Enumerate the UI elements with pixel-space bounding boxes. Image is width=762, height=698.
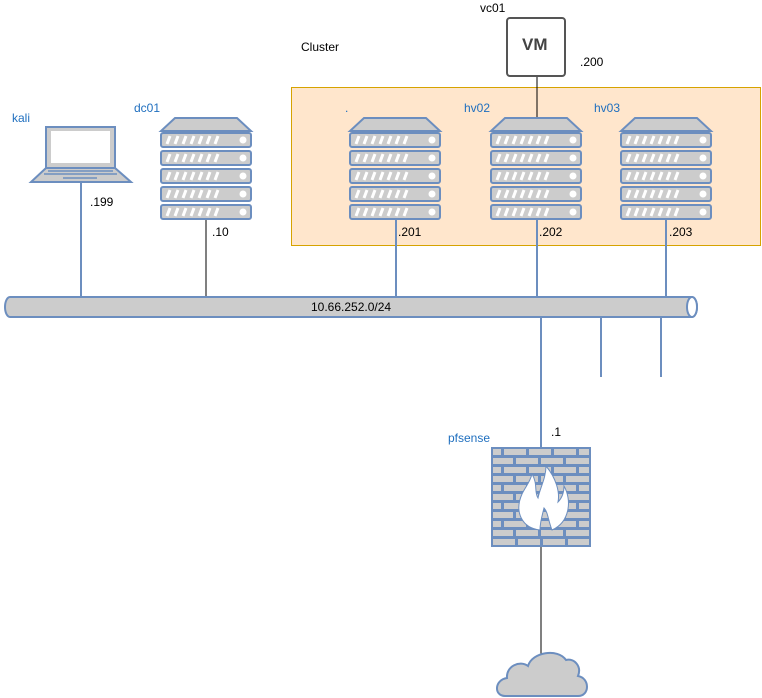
network-bus bbox=[4, 296, 698, 318]
server-icon-dc01[interactable] bbox=[161, 118, 251, 219]
ip-label-hv01: .201 bbox=[398, 225, 422, 239]
ip-label-hv03: .203 bbox=[669, 225, 693, 239]
vm-glyph-label: VM bbox=[522, 35, 548, 54]
laptop-icon[interactable] bbox=[28, 126, 134, 183]
server-icon-hv02[interactable] bbox=[491, 118, 581, 219]
ip-label-pfsense: .1 bbox=[551, 425, 562, 439]
cluster-label: Cluster bbox=[301, 40, 340, 54]
node-name-pfsense: pfsense bbox=[448, 431, 491, 445]
server-icon-hv03[interactable] bbox=[621, 118, 711, 219]
node-name-dc01: dc01 bbox=[134, 101, 161, 115]
cloud-icon[interactable] bbox=[496, 651, 588, 697]
node-name-vc01: vc01 bbox=[480, 1, 506, 15]
node-name-kali: kali bbox=[12, 111, 31, 125]
ip-label-kali: .199 bbox=[90, 195, 114, 209]
server-icon-hv01[interactable] bbox=[350, 118, 440, 219]
firewall-icon[interactable] bbox=[491, 447, 591, 547]
ip-label-vc01: .200 bbox=[580, 55, 604, 69]
vm-icon[interactable] bbox=[506, 17, 566, 77]
ip-label-dc01: .10 bbox=[212, 225, 229, 239]
ip-label-hv02: .202 bbox=[539, 225, 563, 239]
flame-icon bbox=[518, 464, 569, 531]
network-label: 10.66.252.0/24 bbox=[311, 300, 392, 314]
node-name-hv01: . bbox=[345, 101, 349, 115]
node-name-hv02: hv02 bbox=[464, 101, 491, 115]
node-name-hv03: hv03 bbox=[594, 101, 621, 115]
